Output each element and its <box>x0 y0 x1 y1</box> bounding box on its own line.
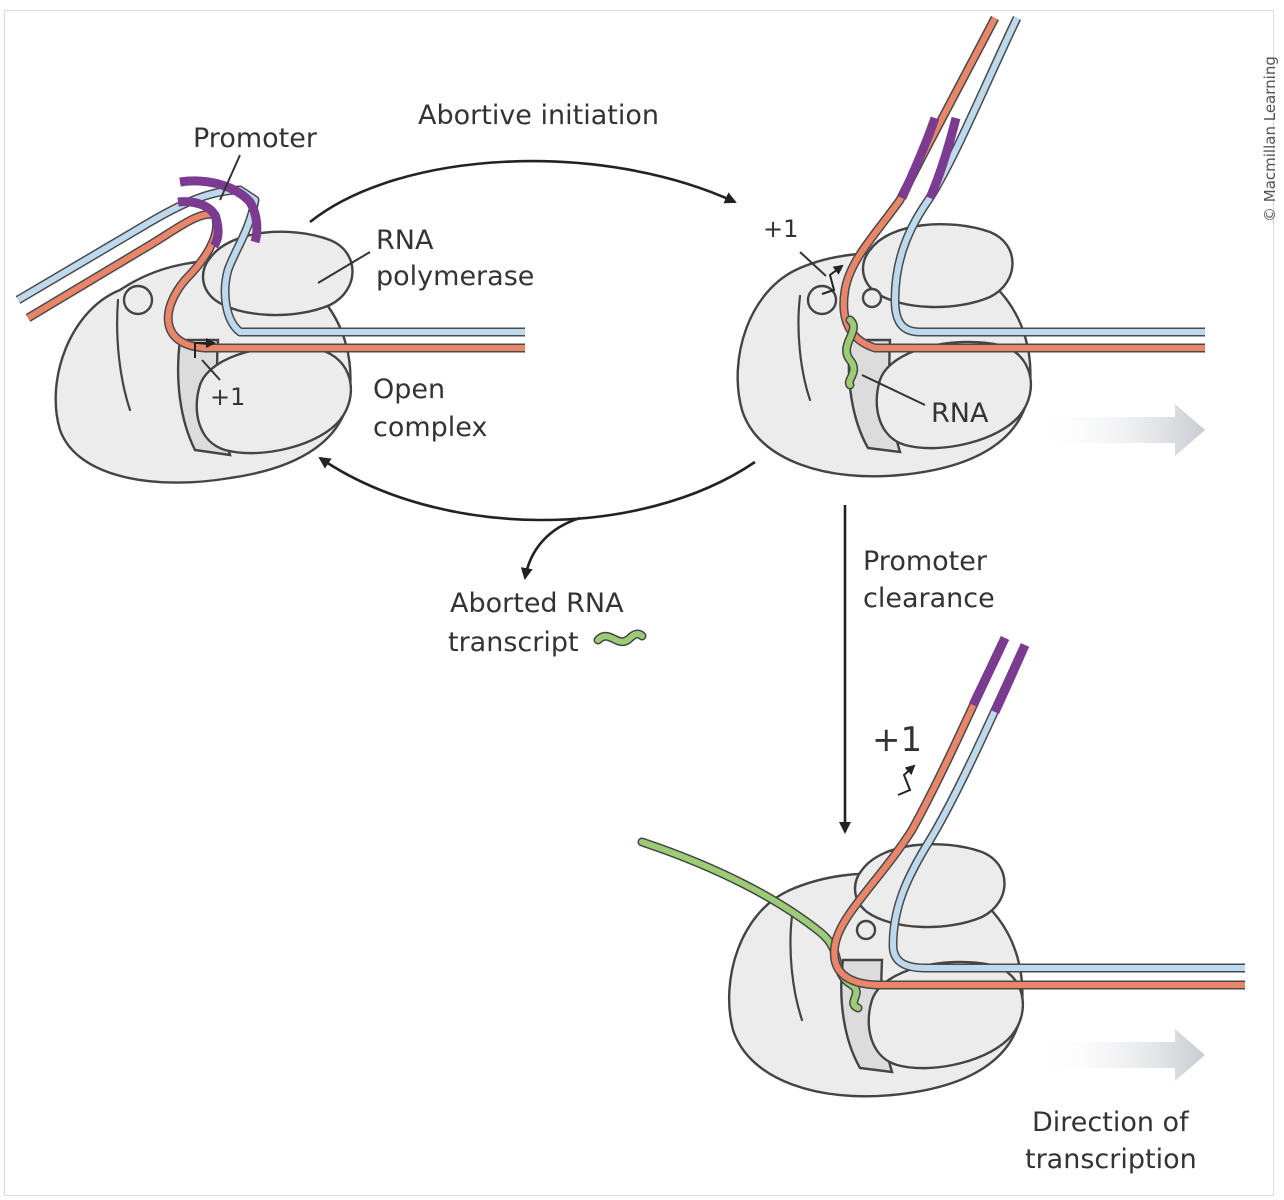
promoter-label: Promoter <box>193 123 318 154</box>
aborted-transcript-arrow <box>520 516 581 580</box>
return-arrow <box>318 456 756 522</box>
rna-polymerase-2 <box>736 223 1033 478</box>
plus-one-label-1: +1 <box>210 383 245 411</box>
start-site-arrow-2 <box>821 264 844 295</box>
promoter-clearance-step: Promoter clearance <box>839 505 995 834</box>
direction-label-line2: transcription <box>1025 1144 1197 1175</box>
promoter-region-3 <box>990 643 1030 714</box>
abortive-initiation-arrow <box>309 159 737 224</box>
rna-polymerase-label-line1: RNA <box>376 225 434 256</box>
aborted-rna-label-line2: transcript <box>448 627 579 658</box>
rna-label: RNA <box>931 398 989 429</box>
dna-duplex-3 <box>829 636 1245 990</box>
promoter-clearance-label-line2: clearance <box>863 583 995 614</box>
figure-frame <box>4 10 1274 1196</box>
nascent-rna-2 <box>843 317 857 388</box>
start-site-arrow-1 <box>194 338 216 358</box>
copyright-notice: © Macmillan Learning <box>1261 56 1279 222</box>
promoter-region-2 <box>925 116 961 200</box>
direction-arrow-2 <box>1035 404 1205 456</box>
plus-one-label-2: +1 <box>763 215 798 243</box>
plus-one-label-3: +1 <box>872 720 922 760</box>
promoter-clearance-label-line1: Promoter <box>863 546 988 577</box>
elongation-panel: +1 Direction of transcription <box>637 636 1245 1175</box>
abortive-cycle: Abortive initiation Aborted RNA transcri… <box>309 100 756 658</box>
rna-polymerase-label-line2: polymerase <box>376 261 534 292</box>
direction-label-line1: Direction of <box>1032 1107 1190 1138</box>
rna-polymerase-1 <box>54 230 354 484</box>
rna-transcript-3 <box>639 839 861 1011</box>
promoter-region-1 <box>179 176 262 244</box>
abortive-initiation-label: Abortive initiation <box>418 100 659 131</box>
aborted-rna-label-line1: Aborted RNA <box>450 588 624 619</box>
dna-duplex-2 <box>839 15 1205 353</box>
open-complex-label-line2: complex <box>373 412 487 443</box>
dna-duplex-1 <box>15 176 525 353</box>
direction-arrow-3 <box>1035 1029 1205 1081</box>
open-complex-label-line1: Open <box>373 374 445 405</box>
initial-transcription-panel: +1 RNA <box>736 15 1205 478</box>
open-complex-panel: Promoter RNA polymerase +1 Open complex <box>15 123 534 484</box>
start-site-arrow-3 <box>897 764 916 796</box>
